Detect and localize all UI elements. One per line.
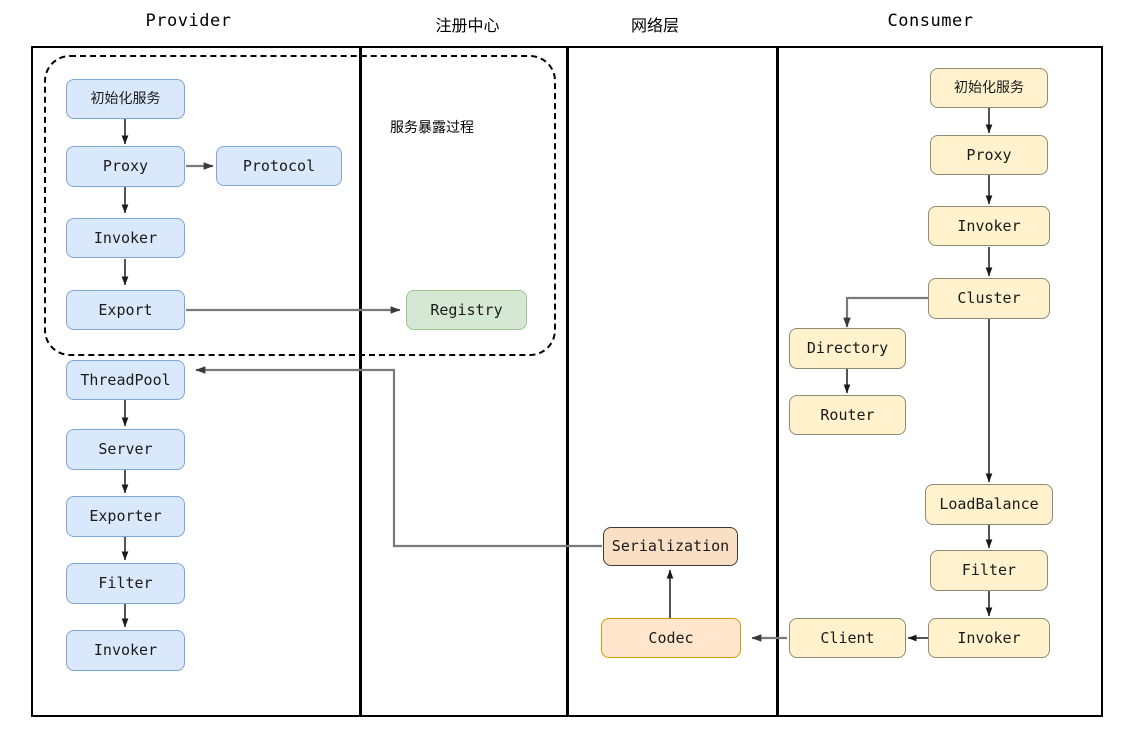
node-registry[interactable]: Registry [406,290,527,330]
node-consumer-invoker[interactable]: Invoker [928,206,1050,246]
node-consumer-proxy[interactable]: Proxy [930,135,1048,175]
node-consumer-loadbalance[interactable]: LoadBalance [925,484,1053,525]
node-consumer-filter[interactable]: Filter [930,550,1048,591]
node-provider-proxy[interactable]: Proxy [66,146,185,187]
node-consumer-cluster[interactable]: Cluster [928,278,1050,319]
swimlane-divider-network-consumer [776,46,779,717]
node-consumer-client[interactable]: Client [789,618,906,658]
node-provider-init[interactable]: 初始化服务 [66,79,185,119]
swimlane-divider-registry-network [566,46,569,717]
node-provider-threadpool[interactable]: ThreadPool [66,360,185,400]
node-provider-protocol[interactable]: Protocol [216,146,342,186]
service-export-dashed-group [44,55,556,356]
node-provider-invoker2[interactable]: Invoker [66,630,185,671]
node-consumer-directory[interactable]: Directory [789,328,906,369]
node-provider-server[interactable]: Server [66,429,185,470]
node-provider-export[interactable]: Export [66,290,185,330]
service-export-note: 服务暴露过程 [390,120,474,136]
node-provider-invoker[interactable]: Invoker [66,218,185,258]
node-serialization[interactable]: Serialization [603,527,738,566]
node-provider-filter[interactable]: Filter [66,563,185,604]
node-provider-exporter[interactable]: Exporter [66,496,185,537]
node-consumer-init[interactable]: 初始化服务 [930,68,1048,108]
node-consumer-invoker2[interactable]: Invoker [928,618,1050,658]
column-title-network: 网络层 [630,16,679,35]
node-consumer-router[interactable]: Router [789,395,906,435]
column-title-consumer: Consumer [887,11,974,31]
column-title-registry: 注册中心 [435,16,500,35]
column-title-provider: Provider [145,11,232,31]
node-codec[interactable]: Codec [601,618,741,658]
